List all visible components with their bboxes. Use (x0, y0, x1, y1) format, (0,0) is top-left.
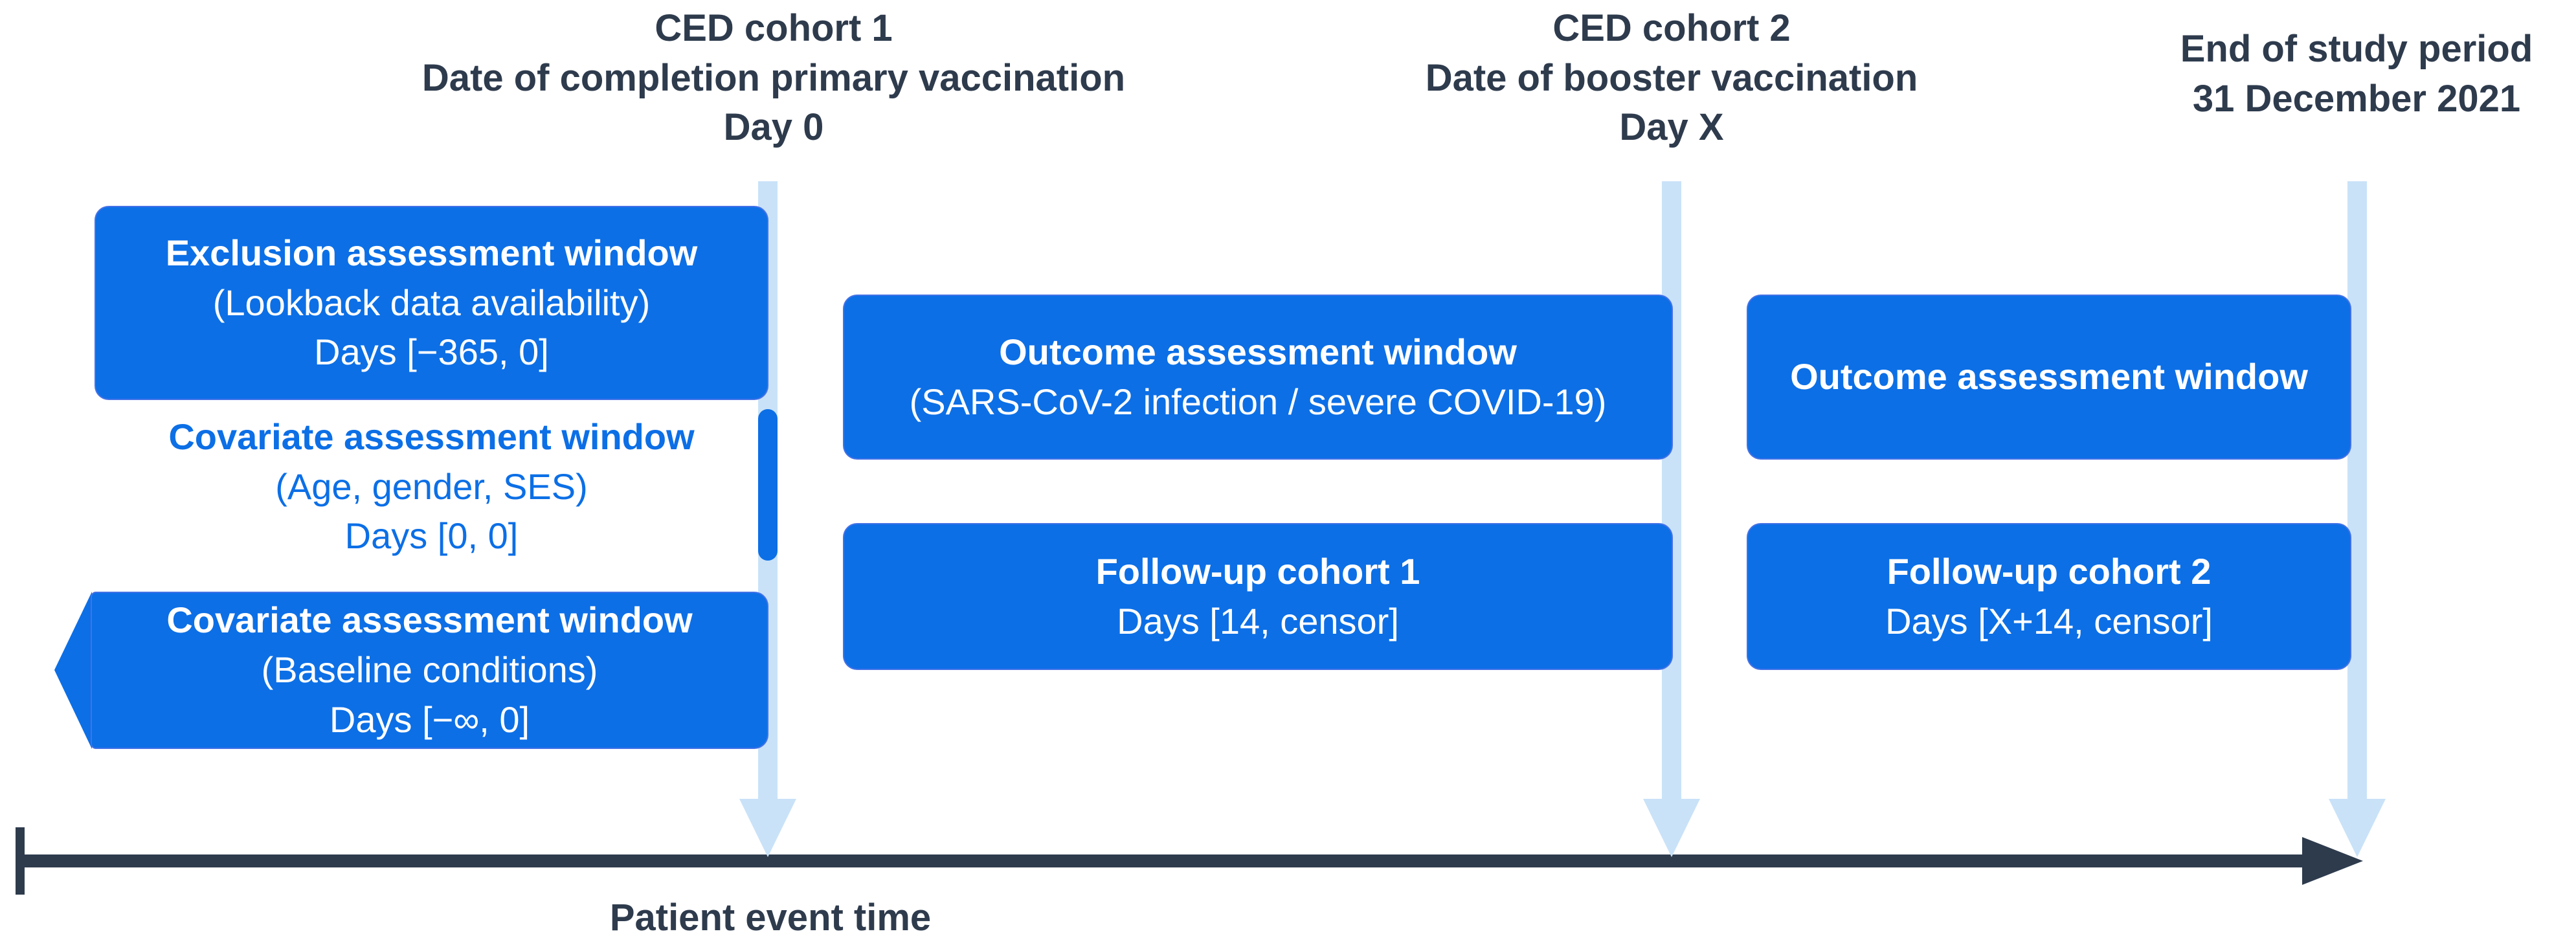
header-line: 31 December 2021 (2192, 77, 2521, 120)
window-days: Days [X+14, censor] (1885, 600, 2213, 642)
header-line: Date of completion primary vaccination (421, 56, 1126, 99)
window-title: Exclusion assessment window (165, 232, 698, 273)
followup-cohort2-box: Follow-up cohort 2 Days [X+14, censor] (1747, 523, 2351, 670)
exclusion-window-box: Exclusion assessment window (Lookback da… (95, 206, 768, 400)
outcome-window-cohort1-box: Outcome assessment window (SARS-CoV-2 in… (843, 295, 1673, 460)
timeline-label: Patient event time (609, 897, 932, 939)
header-line: Day 0 (723, 106, 824, 149)
window-days: Days [0, 0] (344, 515, 519, 557)
window-days: Days [−∞, 0] (329, 698, 530, 740)
header-line: Date of booster vaccination (1425, 56, 1918, 99)
window-title: Follow-up cohort 1 (1095, 550, 1420, 592)
window-detail: (Lookback data availability) (212, 282, 651, 323)
window-detail: (SARS-CoV-2 infection / severe COVID-19) (909, 381, 1607, 422)
timeline-bar (18, 854, 2306, 867)
arrow-stem (2347, 181, 2367, 800)
header-line: CED cohort 1 (655, 7, 893, 49)
window-detail: (Baseline conditions) (261, 649, 598, 691)
window-title: Outcome assessment window (999, 331, 1517, 372)
arrow-head (739, 799, 796, 857)
window-title: Outcome assessment window (1790, 356, 2308, 397)
header-line: Day X (1619, 106, 1724, 149)
header-line: CED cohort 2 (1552, 7, 1791, 49)
window-days: Days [14, censor] (1117, 600, 1399, 642)
window-title: Follow-up cohort 2 (1887, 550, 2212, 592)
covariate-baseline-box: Covariate assessment window (Baseline co… (91, 592, 768, 749)
header-ced-cohort-1: CED cohort 1 Date of completion primary … (223, 4, 1324, 153)
followup-cohort1-box: Follow-up cohort 1 Days [14, censor] (843, 523, 1673, 670)
arrow-head (2329, 799, 2386, 857)
covariate-ses-window: Covariate assessment window (Age, gender… (95, 414, 768, 559)
window-detail: (Age, gender, SES) (275, 465, 588, 507)
window-title: Covariate assessment window (168, 416, 695, 457)
day0-covariate-marker (758, 409, 778, 561)
outcome-window-cohort2-box: Outcome assessment window (1747, 295, 2351, 460)
header-end-of-study: End of study period 31 December 2021 (1871, 25, 2576, 124)
window-title: Covariate assessment window (166, 599, 693, 641)
header-line: End of study period (2180, 28, 2533, 70)
baseline-left-point-icon (54, 592, 92, 749)
header-ced-cohort-2: CED cohort 2 Date of booster vaccination… (1121, 4, 2222, 153)
window-days: Days [−365, 0] (314, 331, 549, 373)
arrow-head (1643, 799, 1700, 857)
arrow-stem (1662, 181, 1681, 800)
